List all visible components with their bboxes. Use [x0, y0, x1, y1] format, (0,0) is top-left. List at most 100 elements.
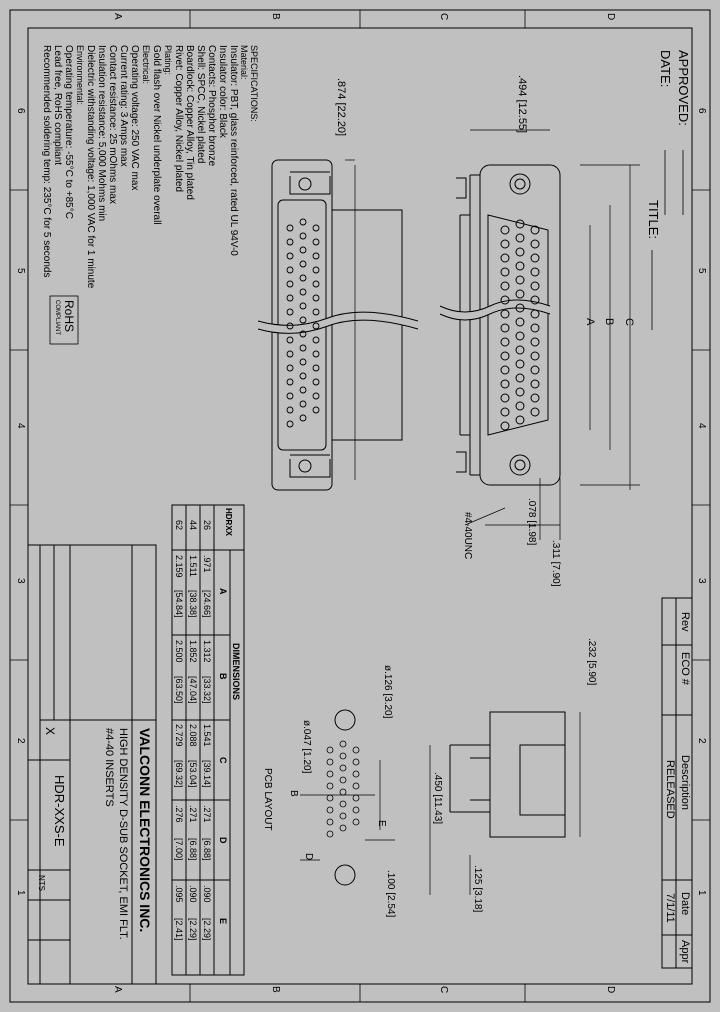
description-header: Description — [679, 755, 691, 811]
rear-view — [256, 159, 420, 491]
pcb-hole — [339, 740, 347, 748]
rear-contact — [286, 406, 294, 414]
pcb-hole — [326, 782, 334, 790]
rear-contact — [299, 302, 307, 310]
contact-socket — [515, 359, 525, 369]
pcb-layout — [300, 709, 395, 886]
table-cell: 26 — [202, 520, 212, 531]
dimension-lines — [345, 129, 640, 540]
contact-socket — [530, 225, 540, 235]
rear-contact — [286, 308, 294, 316]
revision-table-lines — [661, 597, 693, 969]
col-header-a: A — [218, 588, 228, 595]
zone-label: C — [438, 13, 449, 21]
dim-100: .100 [2.54] — [385, 870, 396, 918]
pcb-hole — [352, 806, 360, 814]
pcb-hole — [352, 818, 360, 826]
zone-label: B — [270, 13, 281, 20]
contact-socket — [515, 401, 525, 411]
rear-contact — [312, 406, 320, 414]
rear-contact — [286, 364, 294, 372]
zone-label: 3 — [696, 578, 707, 584]
pcb-hole — [326, 830, 334, 838]
spec-line: Insulation resistance: 5,000 Mohms min — [96, 45, 107, 222]
rear-contact — [299, 386, 307, 394]
table-cell: [53.04] — [188, 760, 198, 788]
table-cell: [39.14] — [202, 760, 212, 788]
contact-socket — [530, 253, 540, 263]
contact-socket — [530, 267, 540, 277]
contact-socket — [500, 253, 510, 263]
rear-contact — [286, 266, 294, 274]
released-status: RELEASED — [664, 760, 676, 819]
rear-contact — [286, 336, 294, 344]
spec-line: Dielectric withstanding voltage: 1,000 V… — [85, 45, 96, 289]
pcb-hole — [339, 752, 347, 760]
rear-contact — [312, 392, 320, 400]
label-c: C — [623, 318, 635, 326]
pcb-hole — [326, 770, 334, 778]
rear-contact — [286, 280, 294, 288]
dim-125: .125 [3.18] — [472, 865, 483, 913]
pcb-label-e: E — [376, 820, 387, 827]
pcb-hole — [339, 824, 347, 832]
pcb-hole — [326, 818, 334, 826]
contact-socket — [530, 281, 540, 291]
col-header-c: C — [218, 757, 228, 764]
col-header-b: B — [218, 673, 228, 680]
dim-874: .874 [22.20] — [335, 78, 347, 137]
pcb-hole — [326, 758, 334, 766]
table-cell: 44 — [188, 520, 198, 531]
table-cell: [38.38] — [188, 590, 198, 618]
table-cell: [7.00] — [174, 838, 184, 861]
zone-label: 2 — [696, 738, 707, 744]
rear-contact — [286, 294, 294, 302]
pcb-hole — [352, 746, 360, 754]
contact-socket — [515, 373, 525, 383]
rear-contact — [312, 294, 320, 302]
rear-contact — [286, 378, 294, 386]
rear-contact — [286, 224, 294, 232]
zone-label: 2 — [15, 738, 26, 744]
spec-line: Contact resistance: 25 mOhms max — [107, 45, 118, 204]
col-header-e: E — [218, 918, 228, 925]
spec-line: Operating voltage: 250 VAC max — [129, 45, 140, 191]
pcb-label-b: B — [288, 790, 299, 797]
table-cell: 1.852 — [188, 640, 198, 663]
zone-label: D — [605, 13, 616, 21]
contact-socket — [530, 295, 540, 305]
spec-line: Contacts: Phosphor bronze — [206, 45, 217, 167]
contact-socket — [515, 247, 525, 257]
rear-contact — [312, 322, 320, 330]
dim-450: .450 [11.43] — [432, 772, 443, 825]
contact-socket — [500, 323, 510, 333]
pcb-hole — [326, 746, 334, 754]
spec-line: Recommended soldering temp: 235°C for 5 … — [41, 45, 52, 278]
spec-line: Gold flash over Nickel underplate overal… — [151, 45, 162, 225]
front-view-pins — [500, 219, 540, 431]
zone-label: 5 — [696, 268, 707, 274]
rear-contact — [312, 378, 320, 386]
table-cell: [2.29] — [202, 918, 212, 941]
rear-contact — [299, 400, 307, 408]
dim-078: .078 [1.98] — [526, 498, 537, 546]
contact-socket — [500, 309, 510, 319]
zone-label: 3 — [15, 578, 26, 584]
scale-value: NTS — [37, 875, 46, 891]
table-cell: [6.88] — [202, 838, 212, 861]
rear-contact — [286, 420, 294, 428]
table-cell: .090 — [188, 885, 198, 903]
spec-line: Shell: SPCC, Nickel plated — [195, 45, 206, 164]
contact-socket — [500, 379, 510, 389]
date-label: DATE: — [658, 50, 673, 88]
spec-heading: SPECIFICATIONS: — [249, 45, 259, 122]
contact-socket — [515, 289, 525, 299]
contact-socket — [515, 219, 525, 229]
contact-socket — [530, 351, 540, 361]
rear-contact — [286, 322, 294, 330]
col-header-d: D — [218, 837, 228, 844]
rear-contact — [299, 232, 307, 240]
contact-socket — [500, 239, 510, 249]
contact-socket — [500, 225, 510, 235]
zone-label: 6 — [696, 108, 707, 114]
